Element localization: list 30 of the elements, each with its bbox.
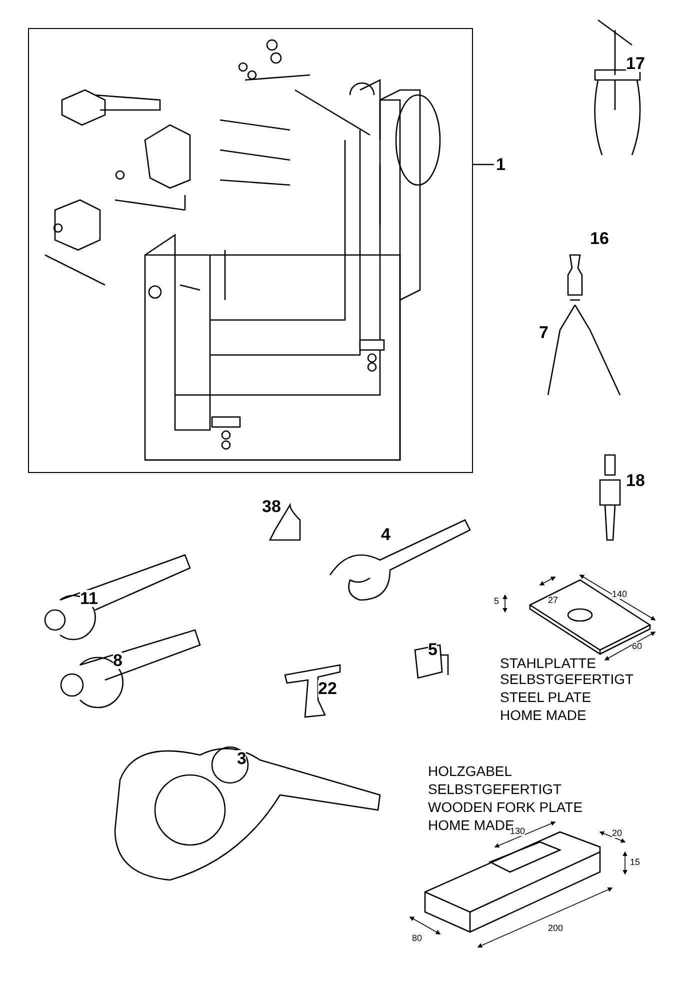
dimension-value: 60	[632, 642, 642, 651]
callout-number: 4	[381, 526, 390, 543]
note-text: WOODEN FORK PLATE	[428, 800, 583, 814]
dimension-value: 15	[630, 858, 640, 867]
dimension-value: 27	[548, 596, 558, 605]
frame-box	[28, 28, 473, 473]
note-text: HOME MADE	[500, 708, 586, 722]
callout-number: 3	[237, 750, 246, 767]
note-text: STAHLPLATTE	[500, 656, 596, 670]
callout-number: 7	[539, 324, 548, 341]
callout-number: 5	[428, 641, 438, 658]
note-text: SELBSTGEFERTIGT	[428, 782, 562, 796]
callout-number: 38	[262, 498, 281, 515]
note-text: SELBSTGEFERTIGT	[500, 672, 634, 686]
callout-number: 18	[626, 472, 645, 489]
callout-number: 22	[318, 680, 337, 697]
callout-number: 1	[496, 156, 506, 173]
note-text: HOLZGABEL	[428, 764, 512, 778]
dimension-value: 200	[548, 924, 564, 933]
callout-number: 11	[80, 590, 98, 607]
dimension-value: 80	[412, 934, 422, 943]
dimension-value: 20	[612, 829, 622, 838]
callout-number: 16	[590, 230, 609, 247]
leader-line	[473, 164, 494, 166]
dimension-value: 140	[612, 590, 628, 599]
note-text: STEEL PLATE	[500, 690, 592, 704]
dimension-value: 5	[494, 597, 500, 606]
callout-number: 8	[113, 652, 122, 669]
callout-number: 17	[626, 55, 645, 72]
dimension-value: 130	[510, 827, 526, 836]
